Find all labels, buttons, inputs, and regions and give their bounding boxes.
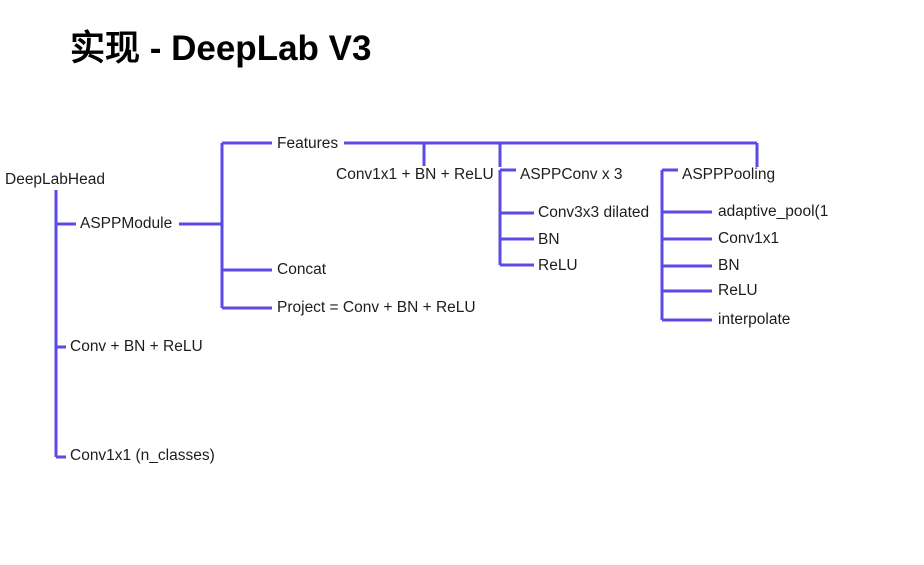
node-pool-bn[interactable]: BN (718, 257, 740, 274)
node-conv1x1-bn-relu[interactable]: Conv1x1 + BN + ReLU (336, 166, 494, 183)
node-pool-relu[interactable]: ReLU (718, 282, 758, 299)
node-features[interactable]: Features (277, 135, 339, 152)
node-asppconv-relu[interactable]: ReLU (538, 257, 578, 274)
node-project[interactable]: Project = Conv + BN + ReLU (277, 299, 476, 316)
page-title: 实现 - DeepLab V3 (70, 29, 372, 68)
node-conv3x3-dilated[interactable]: Conv3x3 dilated (538, 204, 650, 221)
node-appppooling[interactable]: ASPPPooling (682, 166, 776, 183)
node-conv1x1-nclasses[interactable]: Conv1x1 (n_classes) (70, 447, 215, 464)
node-adaptive-pool[interactable]: adaptive_pool(1 (718, 204, 829, 220)
node-conv-bn-relu[interactable]: Conv + BN + ReLU (70, 338, 203, 355)
node-concat[interactable]: Concat (277, 261, 327, 278)
node-asppmodule[interactable]: ASPPModule (80, 215, 173, 232)
node-pool-conv1x1[interactable]: Conv1x1 (718, 230, 780, 247)
node-asppconv[interactable]: ASPPConv x 3 (520, 166, 623, 183)
node-deeplabhead[interactable]: DeepLabHead (5, 171, 105, 188)
node-interpolate[interactable]: interpolate (718, 311, 791, 328)
node-asppconv-bn[interactable]: BN (538, 231, 560, 248)
